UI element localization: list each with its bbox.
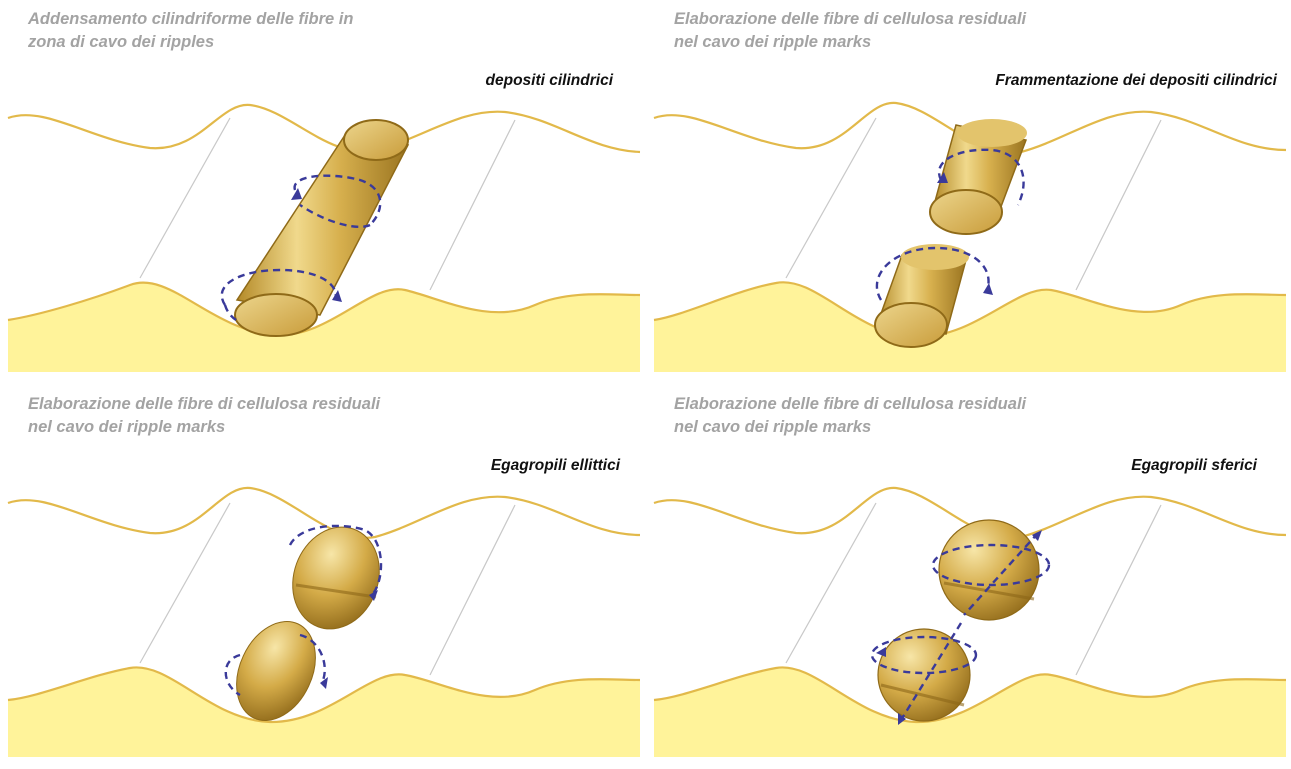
ripple-diagram bbox=[646, 0, 1291, 384]
ripple-sand-trough bbox=[654, 282, 1286, 372]
panel-label: depositi cilindrici bbox=[486, 72, 613, 90]
ripple-diagram bbox=[646, 385, 1291, 769]
panel-description: Elaborazione delle fibre di cellulosa re… bbox=[674, 393, 1026, 439]
spherical-ball-upper bbox=[939, 520, 1039, 620]
panel-egagropili-sferici: Elaborazione delle fibre di cellulosa re… bbox=[646, 385, 1291, 769]
panel-label: Egagropili ellittici bbox=[491, 457, 620, 475]
panel-description: Elaborazione delle fibre di cellulosa re… bbox=[674, 8, 1026, 54]
ripple-crest-line bbox=[8, 488, 640, 538]
ripple-guide-line bbox=[1076, 505, 1161, 675]
ripple-guide-line bbox=[430, 120, 515, 290]
elliptical-ball-upper bbox=[279, 515, 394, 641]
ripple-guide-line bbox=[1076, 120, 1161, 290]
ripple-crest-line bbox=[8, 105, 640, 152]
panel-label: Frammentazione dei depositi cilindrici bbox=[995, 72, 1277, 90]
panel-description: Addensamento cilindriforme delle fibre i… bbox=[28, 8, 353, 54]
panel-label: Egagropili sferici bbox=[1131, 457, 1257, 475]
panel-frammentazione: Elaborazione delle fibre di cellulosa re… bbox=[646, 0, 1291, 384]
ripple-diagram bbox=[0, 0, 645, 384]
spherical-ball-lower bbox=[878, 629, 970, 721]
panel-description: Elaborazione delle fibre di cellulosa re… bbox=[28, 393, 380, 439]
ripple-guide-line bbox=[430, 505, 515, 675]
panel-depositi-cilindrici: Addensamento cilindriforme delle fibre i… bbox=[0, 0, 645, 384]
panel-egagropili-ellittici: Elaborazione delle fibre di cellulosa re… bbox=[0, 385, 645, 769]
ripple-diagram bbox=[0, 385, 645, 769]
